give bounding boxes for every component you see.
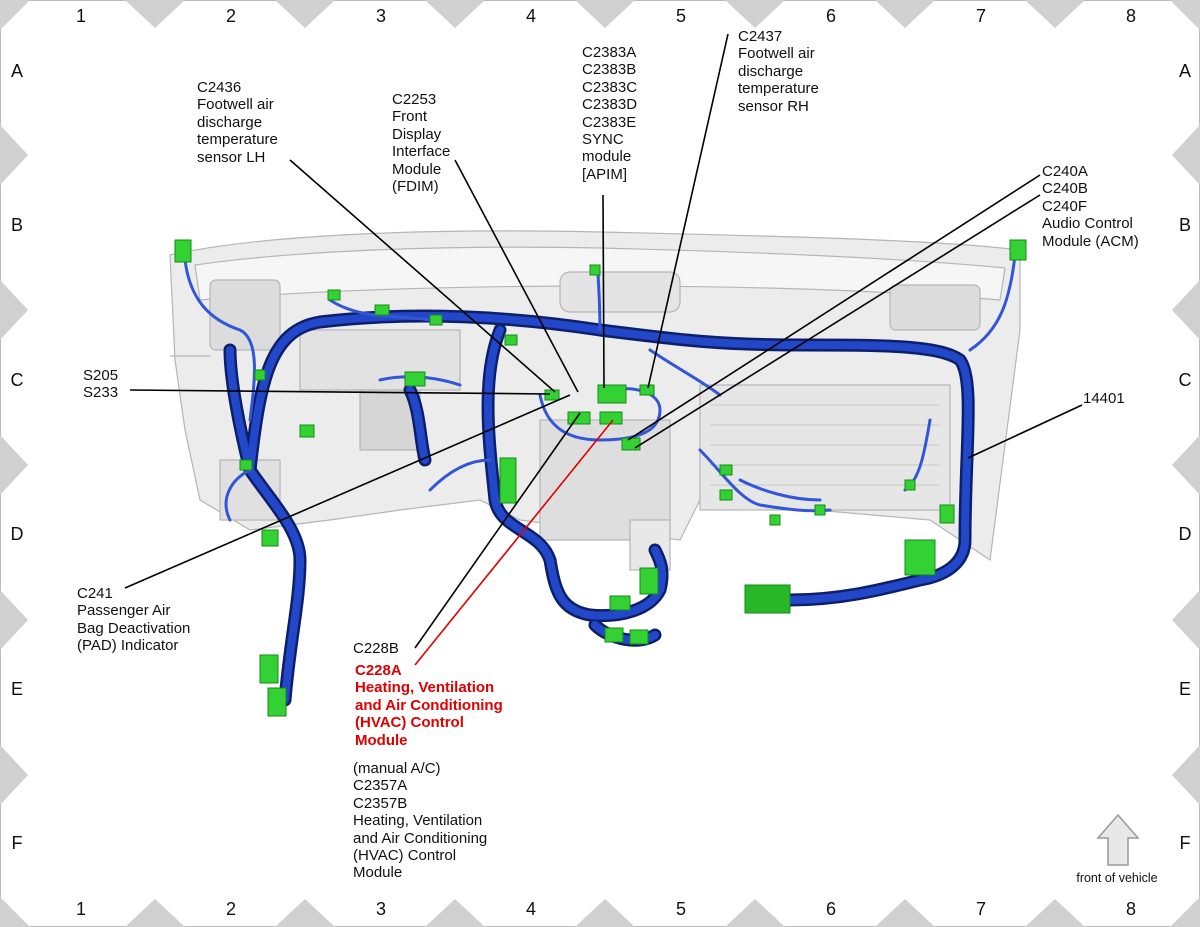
grid-row-right-d: D bbox=[1178, 524, 1192, 544]
grid-row-right-c: C bbox=[1178, 370, 1192, 390]
label-c2437: C2437 Footwell air discharge temperature… bbox=[738, 28, 819, 115]
grid-col-top-1: 1 bbox=[75, 6, 86, 26]
grid-col-bottom-1: 1 bbox=[75, 899, 86, 919]
label-c241: C241 Passenger Air Bag Deactivation (PAD… bbox=[77, 585, 191, 655]
grid-row-left-d: D bbox=[10, 524, 24, 544]
grid-row-right-f: F bbox=[1179, 833, 1191, 853]
label-c228a-hvac: C228A Heating, Ventilation and Air Condi… bbox=[355, 662, 503, 749]
label-c240: C240A C240B C240F Audio Control Module (… bbox=[1042, 163, 1139, 250]
grid-col-top-3: 3 bbox=[375, 6, 386, 26]
grid-col-bottom-2: 2 bbox=[225, 899, 236, 919]
grid-row-right-b: B bbox=[1178, 215, 1191, 235]
grid-col-top-7: 7 bbox=[975, 6, 986, 26]
front-of-vehicle-label: front of vehicle bbox=[1076, 871, 1158, 885]
label-c2253: C2253 Front Display Interface Module (FD… bbox=[392, 91, 451, 196]
dashboard-panel bbox=[169, 230, 1021, 571]
front-arrow-icon bbox=[1096, 813, 1140, 866]
grid-row-left-a: A bbox=[10, 61, 23, 81]
label-c2383: C2383A C2383B C2383C C2383D C2383E SYNC … bbox=[582, 44, 638, 183]
wire-harness bbox=[183, 253, 1017, 707]
label-c2357-hvac-manual: (manual A/C) C2357A C2357B Heating, Vent… bbox=[353, 760, 488, 882]
grid-row-left-c: C bbox=[10, 370, 24, 390]
grid-row-left-f: F bbox=[11, 833, 23, 853]
grid-col-top-4: 4 bbox=[525, 6, 536, 26]
label-14401: 14401 bbox=[1083, 390, 1125, 407]
hvac-leader-line bbox=[414, 419, 614, 666]
grid-row-right-a: A bbox=[1178, 61, 1191, 81]
leader-lines bbox=[124, 33, 1083, 649]
grid-row-right-e: E bbox=[1178, 679, 1191, 699]
label-c2436: C2436 Footwell air discharge temperature… bbox=[197, 79, 278, 166]
grid-col-top-5: 5 bbox=[675, 6, 686, 26]
grid-row-left-b: B bbox=[10, 215, 23, 235]
grid-col-top-6: 6 bbox=[825, 6, 836, 26]
connectors bbox=[174, 239, 1027, 717]
grid-col-bottom-6: 6 bbox=[825, 899, 836, 919]
grid-col-bottom-8: 8 bbox=[1125, 899, 1136, 919]
grid-col-top-8: 8 bbox=[1125, 6, 1136, 26]
grid-col-bottom-5: 5 bbox=[675, 899, 686, 919]
grid-col-bottom-3: 3 bbox=[375, 899, 386, 919]
label-s205-s233: S205 S233 bbox=[83, 367, 119, 402]
label-c228b: C228B bbox=[353, 640, 399, 657]
grid-col-bottom-4: 4 bbox=[525, 899, 536, 919]
grid-col-bottom-7: 7 bbox=[975, 899, 986, 919]
grid-col-top-2: 2 bbox=[225, 6, 236, 26]
grid-row-left-e: E bbox=[10, 679, 23, 699]
